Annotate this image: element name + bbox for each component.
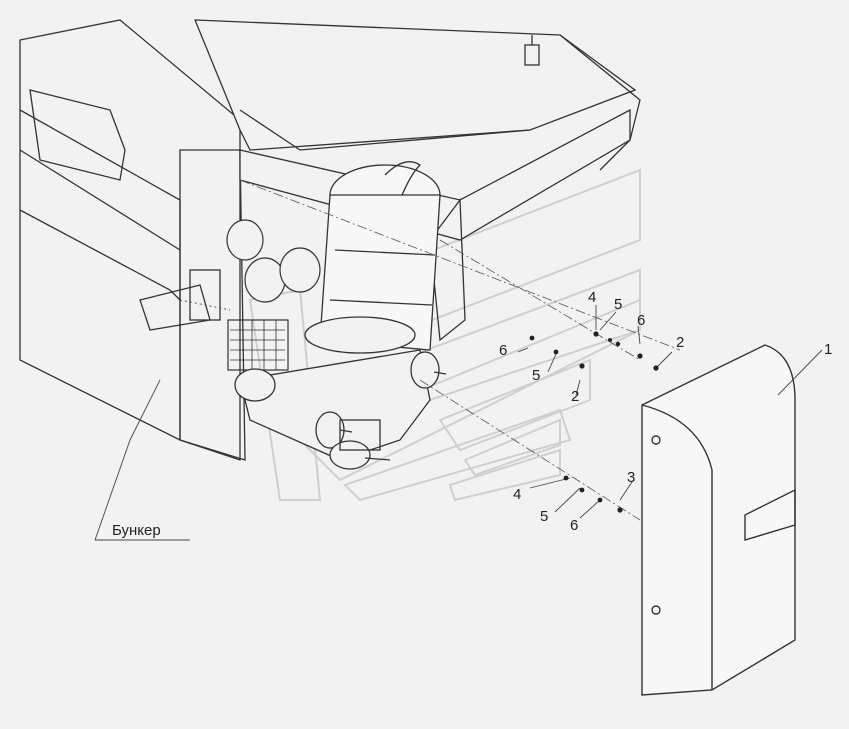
assembly-axes (239, 179, 681, 521)
callout-4: 4 (588, 289, 597, 306)
callout-6: 6 (499, 342, 508, 359)
fasteners (529, 331, 659, 513)
callout-1: 1 (824, 341, 833, 358)
leader-lines (94, 299, 823, 541)
callout-2: 2 (676, 334, 685, 351)
label-bunker: Бункер (112, 522, 161, 539)
callout-5: 5 (614, 296, 623, 313)
cover-part-1 (641, 344, 796, 696)
callout-6: 6 (570, 517, 579, 534)
callout-5: 5 (540, 508, 549, 525)
watermark-logo (248, 168, 641, 502)
callout-4: 4 (513, 486, 522, 503)
callout-5: 5 (532, 367, 541, 384)
top-cover (194, 19, 641, 171)
hopper-body (19, 19, 246, 461)
gearbox-assembly (234, 316, 447, 470)
auger-housings (226, 219, 321, 371)
callout-3: 3 (627, 469, 636, 486)
callout-2: 2 (571, 388, 580, 405)
auger-tube (319, 161, 441, 351)
callout-6: 6 (637, 312, 646, 329)
